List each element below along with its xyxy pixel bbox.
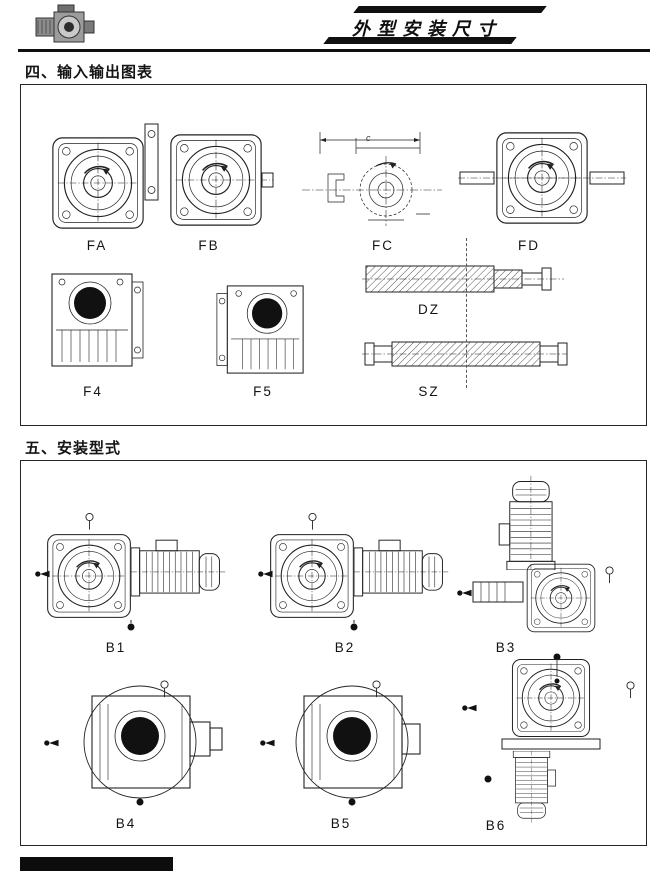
figure-fd-drawing xyxy=(458,132,626,224)
dz-sz-center-axis xyxy=(466,238,467,388)
figure-label-fd: FD xyxy=(518,238,540,253)
figure-b2-drawing xyxy=(258,512,449,631)
figure-f5-drawing xyxy=(216,285,304,374)
figure-fa-drawing xyxy=(52,123,159,229)
figure-label-fa: FA xyxy=(86,238,108,253)
figure-label-f4: F4 xyxy=(83,384,103,399)
figure-fc-drawing xyxy=(302,132,442,226)
mounting-figures-frame xyxy=(20,460,647,846)
figure-sz-drawing xyxy=(362,341,568,367)
figure-dz-drawing xyxy=(362,265,564,293)
section-mounting-heading: 五、安装型式 xyxy=(25,440,122,457)
figure-b3-drawing xyxy=(457,475,614,633)
figure-label-sz: SZ xyxy=(418,384,440,399)
figure-b1-drawing xyxy=(35,512,226,631)
figure-label-fc: FC xyxy=(372,238,394,253)
figure-label-dz: DZ xyxy=(418,302,440,317)
figure-fb-drawing xyxy=(170,134,274,226)
figure-label-b6: B6 xyxy=(485,818,507,833)
figure-b4-drawing xyxy=(44,680,223,806)
figure-label-b5: B5 xyxy=(330,816,352,831)
footer-cropped-text-bar xyxy=(20,857,173,871)
banner-top-bar xyxy=(353,6,547,13)
figure-b5-drawing xyxy=(260,680,421,806)
figure-label-b2: B2 xyxy=(334,640,356,655)
section-io-heading: 四、输入输出图表 xyxy=(25,64,154,81)
figure-label-b1: B1 xyxy=(105,640,127,655)
title-banner: 外型安装尺寸 xyxy=(322,3,550,47)
io-figures-frame xyxy=(20,84,647,426)
figure-label-fb: FB xyxy=(198,238,220,253)
fc-dimension-letter: c xyxy=(366,133,371,143)
header-rule xyxy=(18,49,650,52)
page-title: 外型安装尺寸 xyxy=(352,19,502,39)
figure-label-f5: F5 xyxy=(253,384,273,399)
figure-label-b4: B4 xyxy=(115,816,137,831)
figure-label-b3: B3 xyxy=(495,640,517,655)
figure-b3-output-axis-markers xyxy=(553,653,561,684)
banner-bottom-bar xyxy=(323,37,517,44)
figure-b6-drawing xyxy=(462,658,635,824)
figure-f4-drawing xyxy=(51,273,144,367)
header-gearbox-thumbnail xyxy=(35,4,95,43)
